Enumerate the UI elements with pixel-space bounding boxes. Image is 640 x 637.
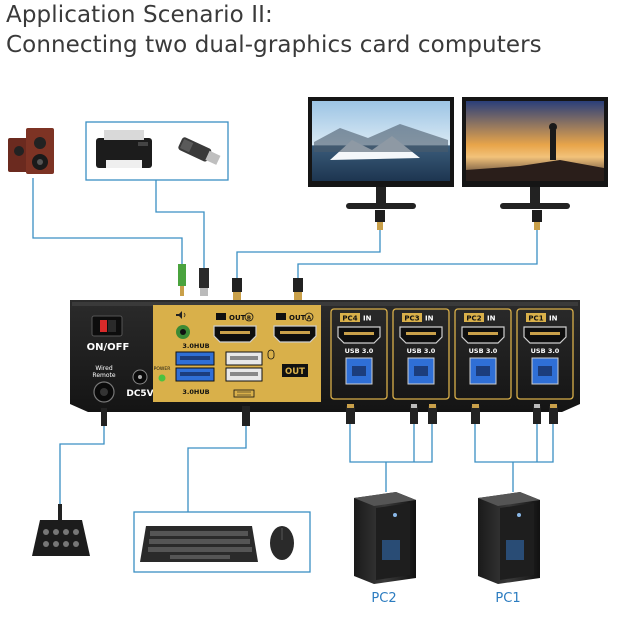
power-switch-label: ON/OFF (87, 342, 130, 353)
pc1-usb-label: USB 3.0 (531, 347, 560, 355)
line-remote (59, 424, 105, 505)
dc-label: DC5V (126, 389, 153, 399)
title-line-1: Application Scenario II: (6, 2, 273, 28)
monitor-2-icon (462, 97, 608, 230)
pc4-input-group: PC4 IN USB 3.0 (330, 308, 388, 400)
line-keyboard (187, 424, 247, 512)
speaker-icon (176, 311, 186, 319)
pc3-name: PC3 (404, 315, 419, 323)
out-badge-label: OUT (285, 367, 305, 377)
pc1-in: IN (549, 315, 558, 323)
pc1-tower-icon (478, 492, 540, 584)
audio-jack[interactable] (176, 325, 190, 339)
dc-power-jack[interactable] (132, 369, 148, 385)
power-led-label: POWER (154, 366, 171, 372)
hub-label-top: 3.0HUB (182, 342, 209, 350)
mouse-small-icon (267, 349, 275, 360)
pc2-tower-icon (354, 492, 416, 584)
pc3-input-group: PC3 IN USB 3.0 (392, 308, 450, 400)
wired-remote-icon (32, 504, 90, 556)
pc2-name: PC2 (466, 315, 481, 323)
svg-text:A: A (307, 316, 312, 322)
pc4-in: IN (363, 315, 372, 323)
hdmi-out-b-label: OUT B (216, 312, 254, 322)
usb-hub-ports[interactable] (175, 351, 215, 382)
bottom-plugs (101, 404, 558, 426)
svg-text:OUT: OUT (229, 314, 246, 322)
hdmi-out-a-label: OUT A (276, 312, 314, 322)
speakers-icon (8, 128, 54, 174)
pc4-usb-b-port[interactable] (345, 357, 373, 385)
usb-drive-icon (178, 137, 221, 165)
line-speakers (32, 178, 183, 266)
keyboard-mouse-usb-ports[interactable] (225, 351, 263, 382)
monitor-1-icon (308, 97, 454, 230)
remote-label-1: Wired (95, 365, 112, 372)
printer-icon (96, 130, 152, 168)
pc2-in: IN (487, 315, 496, 323)
pc3-usb-label: USB 3.0 (407, 347, 436, 355)
svg-text:B: B (247, 316, 251, 322)
power-switch[interactable] (91, 315, 123, 337)
pc4-name: PC4 (342, 315, 357, 323)
keyboard-icon (140, 526, 258, 562)
line-pc1-a (474, 424, 554, 463)
pc1-hdmi-in-port[interactable] (523, 326, 567, 344)
pc2-usb-label: USB 3.0 (469, 347, 498, 355)
svg-text:OUT: OUT (289, 314, 306, 322)
pc4-usb-label: USB 3.0 (345, 347, 374, 355)
pc2-input-group: PC2 IN USB 3.0 (454, 308, 512, 400)
line-peripherals (155, 180, 205, 270)
title-line-2: Connecting two dual-graphics card comput… (6, 32, 542, 58)
top-plugs (178, 264, 303, 300)
pc3-usb-b-port[interactable] (407, 357, 435, 385)
pc-inputs: PC4 IN USB 3.0 PC3 IN USB 3.0 (330, 308, 574, 400)
pc2-usb-b-port[interactable] (469, 357, 497, 385)
pc3-in: IN (425, 315, 434, 323)
pc1-label: PC1 (495, 591, 520, 606)
pc1-name: PC1 (528, 315, 543, 323)
pc4-hdmi-in-port[interactable] (337, 326, 381, 344)
pc2-hdmi-in-port[interactable] (461, 326, 505, 344)
line-pc2-a (349, 424, 433, 463)
pc3-hdmi-in-port[interactable] (399, 326, 443, 344)
remote-jack[interactable] (93, 381, 115, 403)
out-badge (282, 364, 308, 377)
line-monitor-2 (297, 230, 538, 280)
pc1-input-group: PC1 IN USB 3.0 (516, 308, 574, 400)
hub-label-bottom: 3.0HUB (182, 388, 209, 396)
pc1-usb-b-port[interactable] (531, 357, 559, 385)
hdmi-out-a-port[interactable] (273, 325, 317, 343)
power-led (158, 374, 166, 382)
pc2-label: PC2 (371, 591, 396, 606)
hdmi-out-b-port[interactable] (213, 325, 257, 343)
line-monitor-1 (236, 230, 381, 280)
mouse-icon (270, 526, 294, 560)
cable-lines (32, 178, 554, 512)
keyboard-small-icon (233, 389, 255, 398)
remote-label-2: Remote (92, 372, 115, 379)
